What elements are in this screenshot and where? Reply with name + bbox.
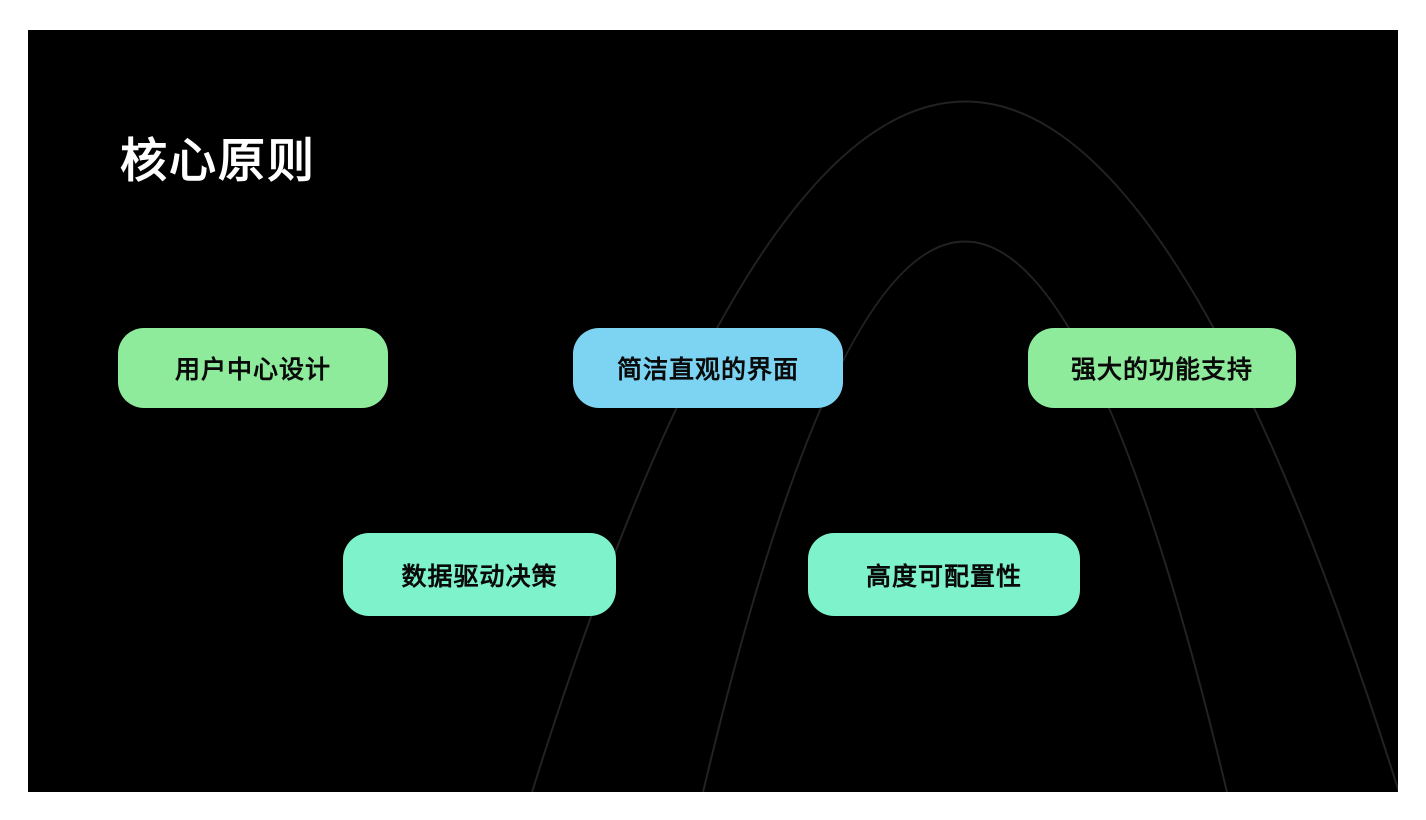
pill-label: 高度可配置性 — [865, 562, 1022, 591]
pill-label: 用户中心设计 — [174, 356, 331, 384]
pill-label: 强大的功能支持 — [1070, 356, 1253, 384]
pill-label: 数据驱动决策 — [401, 562, 558, 591]
pill-powerful-feature-support: 强大的功能支持 — [1028, 328, 1296, 408]
outer-arc — [531, 100, 1398, 792]
pill-data-driven-decisions: 数据驱动决策 — [343, 533, 616, 616]
pill-user-centered-design: 用户中心设计 — [118, 328, 388, 408]
pill-simple-intuitive-interface: 简洁直观的界面 — [573, 328, 843, 408]
slide-title: 核心原则 — [120, 134, 316, 187]
pill-high-configurability: 高度可配置性 — [808, 533, 1080, 616]
pill-label: 简洁直观的界面 — [616, 356, 799, 384]
inner-arc — [702, 240, 1228, 792]
presentation-slide: 核心原则 用户中心设计 简洁直观的界面 强大的功能支持 数据驱动决策 高度可配置… — [28, 30, 1398, 792]
